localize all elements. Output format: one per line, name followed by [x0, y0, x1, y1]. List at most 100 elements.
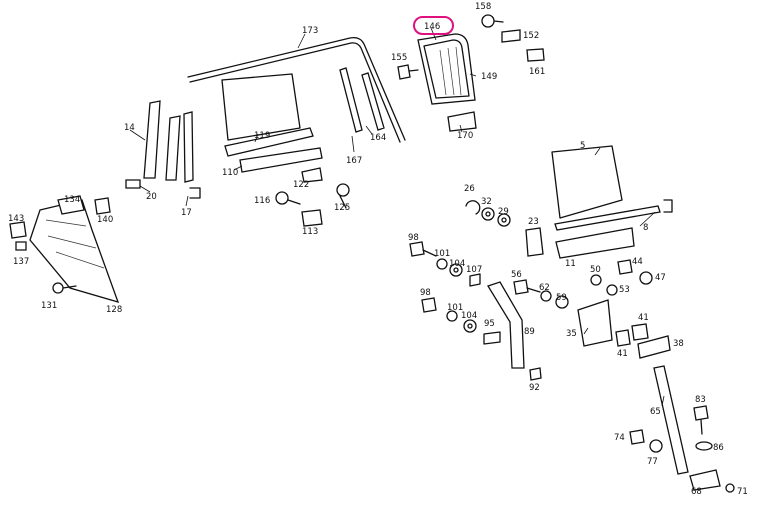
label-56: 56	[511, 270, 522, 280]
part-77-bushing	[649, 439, 663, 453]
part-71-bolt	[725, 483, 735, 493]
part-104-washer-b	[463, 319, 477, 333]
label-11: 11	[565, 259, 576, 269]
part-17-clip	[189, 187, 201, 199]
label-98-lower: 98	[420, 288, 431, 298]
part-labels: 173 146 158 152 155 149 161 170 14 119 1…	[8, 2, 748, 497]
label-5: 5	[580, 141, 585, 151]
label-20: 20	[146, 192, 157, 202]
label-89: 89	[524, 327, 535, 337]
part-173-frame-seal	[187, 36, 406, 143]
part-170-bracket	[447, 111, 477, 132]
part-29-washer	[497, 213, 511, 227]
label-26: 26	[464, 184, 475, 194]
label-59: 59	[556, 293, 567, 303]
part-86-washer	[695, 441, 713, 451]
part-119-strip	[224, 127, 314, 157]
label-8: 8	[643, 223, 648, 233]
part-155-screw	[397, 64, 419, 80]
part-104-washer-a	[449, 263, 463, 277]
label-161: 161	[529, 67, 545, 77]
label-122: 122	[293, 180, 309, 190]
part-5-window-glass	[551, 145, 623, 219]
label-104-lower: 104	[461, 311, 477, 321]
label-173: 173	[302, 26, 318, 36]
label-41-left: 41	[617, 349, 628, 359]
part-122-bracket	[301, 167, 323, 183]
part-14-channel	[143, 100, 194, 183]
label-119: 119	[254, 131, 270, 141]
label-143: 143	[8, 214, 24, 224]
label-71: 71	[737, 487, 748, 497]
label-32: 32	[481, 197, 492, 207]
part-62-washer	[540, 290, 552, 302]
label-125: 125	[334, 203, 350, 213]
label-146: 146	[424, 22, 440, 32]
label-155: 155	[391, 53, 407, 63]
label-44: 44	[632, 257, 643, 267]
part-164-channel	[339, 67, 385, 133]
label-152: 152	[523, 31, 539, 41]
part-50-nut	[590, 274, 602, 286]
label-170: 170	[457, 131, 473, 141]
label-17: 17	[181, 208, 192, 218]
part-98-bolt-b	[421, 297, 437, 313]
part-116-screw	[275, 191, 301, 205]
part-158-screw	[481, 14, 504, 28]
label-113: 113	[302, 227, 318, 237]
label-68: 68	[691, 487, 702, 497]
part-134-bracket	[57, 195, 85, 215]
part-110-strip	[239, 147, 323, 173]
label-35: 35	[566, 329, 577, 339]
part-146-vent-window	[417, 33, 476, 105]
part-140-clip	[94, 197, 111, 215]
part-44-bolt	[617, 259, 633, 275]
highlight-ring	[413, 16, 454, 35]
label-47: 47	[655, 273, 666, 283]
part-11-lift-channel	[555, 227, 635, 259]
part-125-screw	[336, 183, 350, 209]
label-53: 53	[619, 285, 630, 295]
part-8-rail	[554, 199, 673, 231]
label-41-right: 41	[638, 313, 649, 323]
part-74-clip	[629, 429, 645, 445]
part-53-nut	[606, 284, 618, 296]
part-59-washer	[555, 295, 569, 309]
part-35-plate	[577, 299, 613, 347]
part-143-clip	[9, 221, 27, 239]
part-152-clip	[501, 29, 521, 43]
label-110: 110	[222, 168, 238, 178]
part-128-door-panel	[29, 199, 120, 303]
part-23-bracket	[525, 227, 544, 257]
label-128: 128	[106, 305, 122, 315]
label-83: 83	[695, 395, 706, 405]
label-101-upper: 101	[434, 249, 450, 259]
label-101-lower: 101	[447, 303, 463, 313]
label-158: 158	[475, 2, 491, 12]
part-98-bolt-a	[409, 241, 437, 257]
label-38: 38	[673, 339, 684, 349]
label-116: 116	[254, 196, 270, 206]
label-86: 86	[713, 443, 724, 453]
label-131: 131	[41, 301, 57, 311]
part-20-clip	[125, 179, 141, 189]
part-65-arm	[653, 365, 689, 475]
part-131-screw	[52, 282, 77, 294]
part-95-clip	[483, 331, 501, 345]
part-26-circlip	[465, 200, 481, 215]
label-95: 95	[484, 319, 495, 329]
part-68-bracket	[689, 469, 721, 491]
part-41-clip-a	[631, 323, 649, 341]
label-23: 23	[528, 217, 539, 227]
label-104-upper: 104	[449, 259, 465, 269]
label-164: 164	[370, 133, 386, 143]
label-50: 50	[590, 265, 601, 275]
part-161-clip	[526, 48, 545, 62]
part-83-bolt	[693, 405, 709, 435]
label-134: 134	[64, 195, 80, 205]
part-41-clip-b	[615, 329, 631, 347]
part-137-clip	[15, 241, 27, 251]
part-47-washer	[639, 271, 653, 285]
label-137: 137	[13, 257, 29, 267]
